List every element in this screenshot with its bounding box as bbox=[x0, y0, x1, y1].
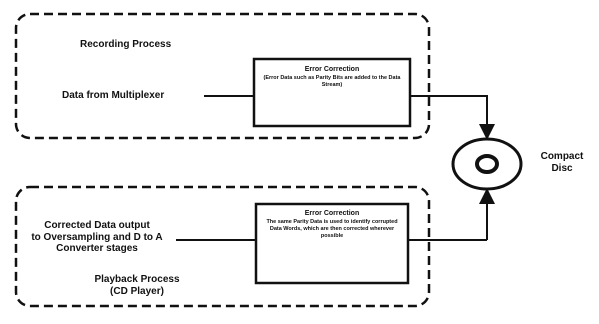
recording-process-title: Recording Process bbox=[80, 39, 172, 50]
recording-box-title: Error Correction bbox=[304, 66, 360, 73]
output-label-line3: Converter stages bbox=[56, 243, 138, 254]
data-from-multiplexer-label: Data from Multiplexer bbox=[62, 90, 165, 101]
compact-disc-label-line1: Compact bbox=[540, 151, 584, 162]
playback-box-body: The same Parity Data is used to identify… bbox=[266, 218, 398, 239]
recording-error-correction-box bbox=[252, 57, 412, 128]
recording-box-body: (Error Data such as Parity Bits are adde… bbox=[263, 74, 401, 88]
output-label-line2: to Oversampling and D to A bbox=[31, 231, 163, 243]
playback-title-line1: Playback Process bbox=[94, 274, 180, 285]
recording-box-text: Error Correction (Error Data such as Par… bbox=[260, 66, 404, 89]
playback-error-correction-box bbox=[254, 202, 410, 285]
playback-box-text: Error Correction The same Parity Data is… bbox=[262, 210, 402, 239]
compact-disc-label-line2: Disc bbox=[551, 162, 573, 174]
corrected-data-output-label: Corrected Data output to Oversampling an… bbox=[22, 220, 172, 255]
recording-process-frame bbox=[14, 12, 431, 140]
recording-to-disc-arrow bbox=[410, 95, 495, 140]
playback-process-frame bbox=[14, 185, 431, 308]
playback-box-title: Error Correction bbox=[304, 210, 360, 217]
playback-process-title: Playback Process (CD Player) bbox=[82, 274, 192, 297]
compact-disc-icon bbox=[451, 137, 523, 191]
compact-disc-label: Compact Disc bbox=[533, 151, 591, 174]
playback-title-line2: (CD Player) bbox=[110, 285, 164, 297]
output-label-line1: Corrected Data output bbox=[44, 220, 150, 231]
